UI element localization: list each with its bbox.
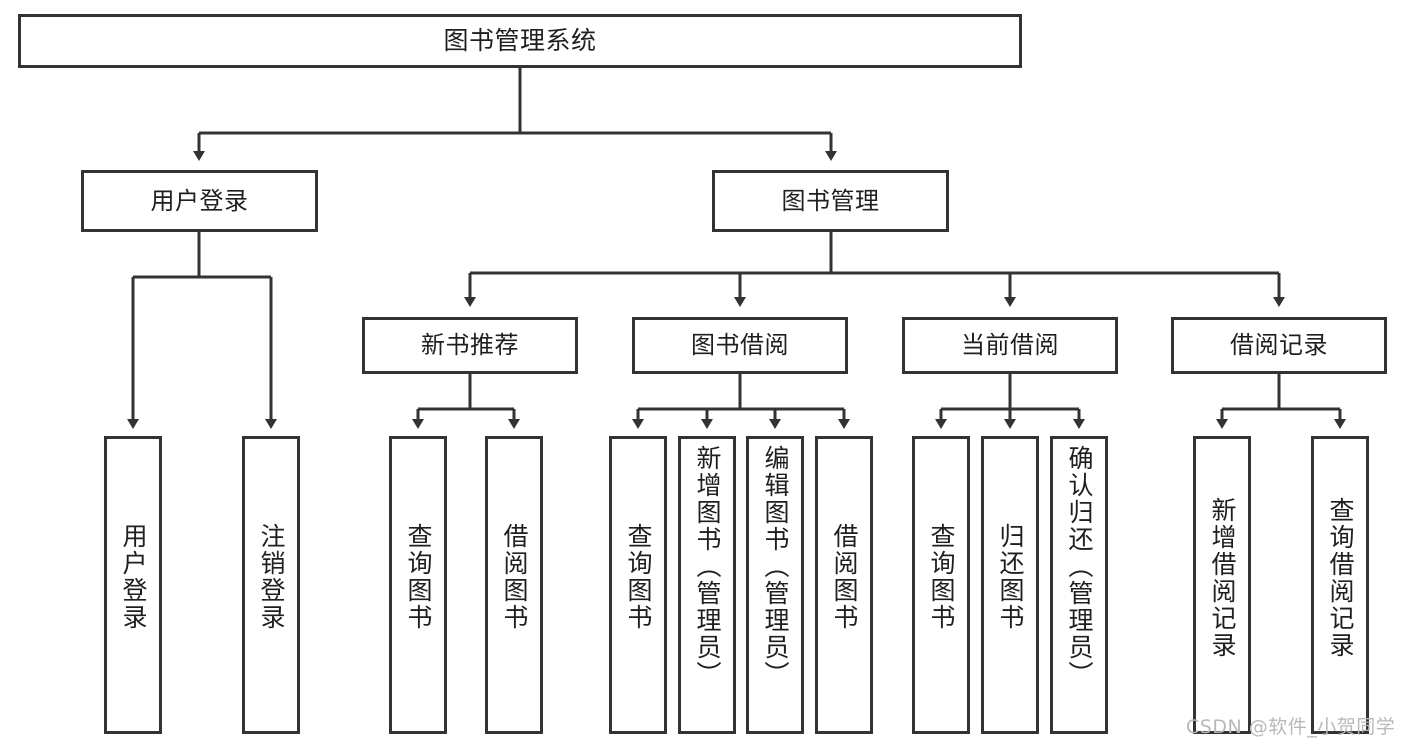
node-book-management-system[interactable]: 图书管理系统 [18,14,1022,68]
leaf-borrow-book[interactable]: 借阅图书 [815,436,873,734]
leaf-query-book-recommend[interactable]: 查询图书 [389,436,447,734]
leaf-borrow-book-recommend[interactable]: 借阅图书 [485,436,543,734]
leaf-query-book-borrow[interactable]: 查询图书 [609,436,667,734]
node-label: 图书借阅 [691,331,789,360]
node-current-borrow[interactable]: 当前借阅 [902,317,1118,374]
node-label: 借阅图书 [500,523,529,631]
node-label: 查询图书 [927,523,956,631]
node-label: 新增图书（管理员） [693,445,722,688]
node-borrow-record[interactable]: 借阅记录 [1171,317,1387,374]
node-label: 新书推荐 [421,331,519,360]
node-label: 当前借阅 [961,331,1059,360]
node-label: 查询借阅记录 [1326,497,1355,659]
leaf-add-book-admin[interactable]: 新增图书（管理员） [678,436,736,734]
leaf-query-borrow-record[interactable]: 查询借阅记录 [1311,436,1369,734]
node-label: 用户登录 [119,523,148,631]
leaf-edit-book-admin[interactable]: 编辑图书（管理员） [746,436,804,734]
node-label: 图书管理系统 [443,26,597,56]
node-book-management[interactable]: 图书管理 [712,170,949,232]
node-label: 确认归还（管理员） [1065,445,1094,688]
node-new-book-recommend[interactable]: 新书推荐 [362,317,578,374]
node-book-borrow[interactable]: 图书借阅 [632,317,848,374]
leaf-return-book[interactable]: 归还图书 [981,436,1039,734]
leaf-query-book-current[interactable]: 查询图书 [912,436,970,734]
node-label: 借阅记录 [1230,331,1328,360]
node-label: 注销登录 [257,523,286,631]
node-label: 归还图书 [996,523,1025,631]
watermark: CSDN @软件_小贺同学 [1186,716,1396,738]
node-label: 用户登录 [150,186,249,215]
leaf-confirm-return-admin[interactable]: 确认归还（管理员） [1050,436,1108,734]
node-label: 查询图书 [404,523,433,631]
node-label: 查询图书 [624,523,653,631]
leaf-add-borrow-record[interactable]: 新增借阅记录 [1193,436,1251,734]
node-label: 新增借阅记录 [1208,497,1237,659]
node-label: 编辑图书（管理员） [761,445,790,688]
leaf-logout[interactable]: 注销登录 [242,436,300,734]
node-label: 借阅图书 [830,523,859,631]
node-label: 图书管理 [781,186,880,215]
node-user-login[interactable]: 用户登录 [81,170,318,232]
leaf-user-login[interactable]: 用户登录 [104,436,162,734]
